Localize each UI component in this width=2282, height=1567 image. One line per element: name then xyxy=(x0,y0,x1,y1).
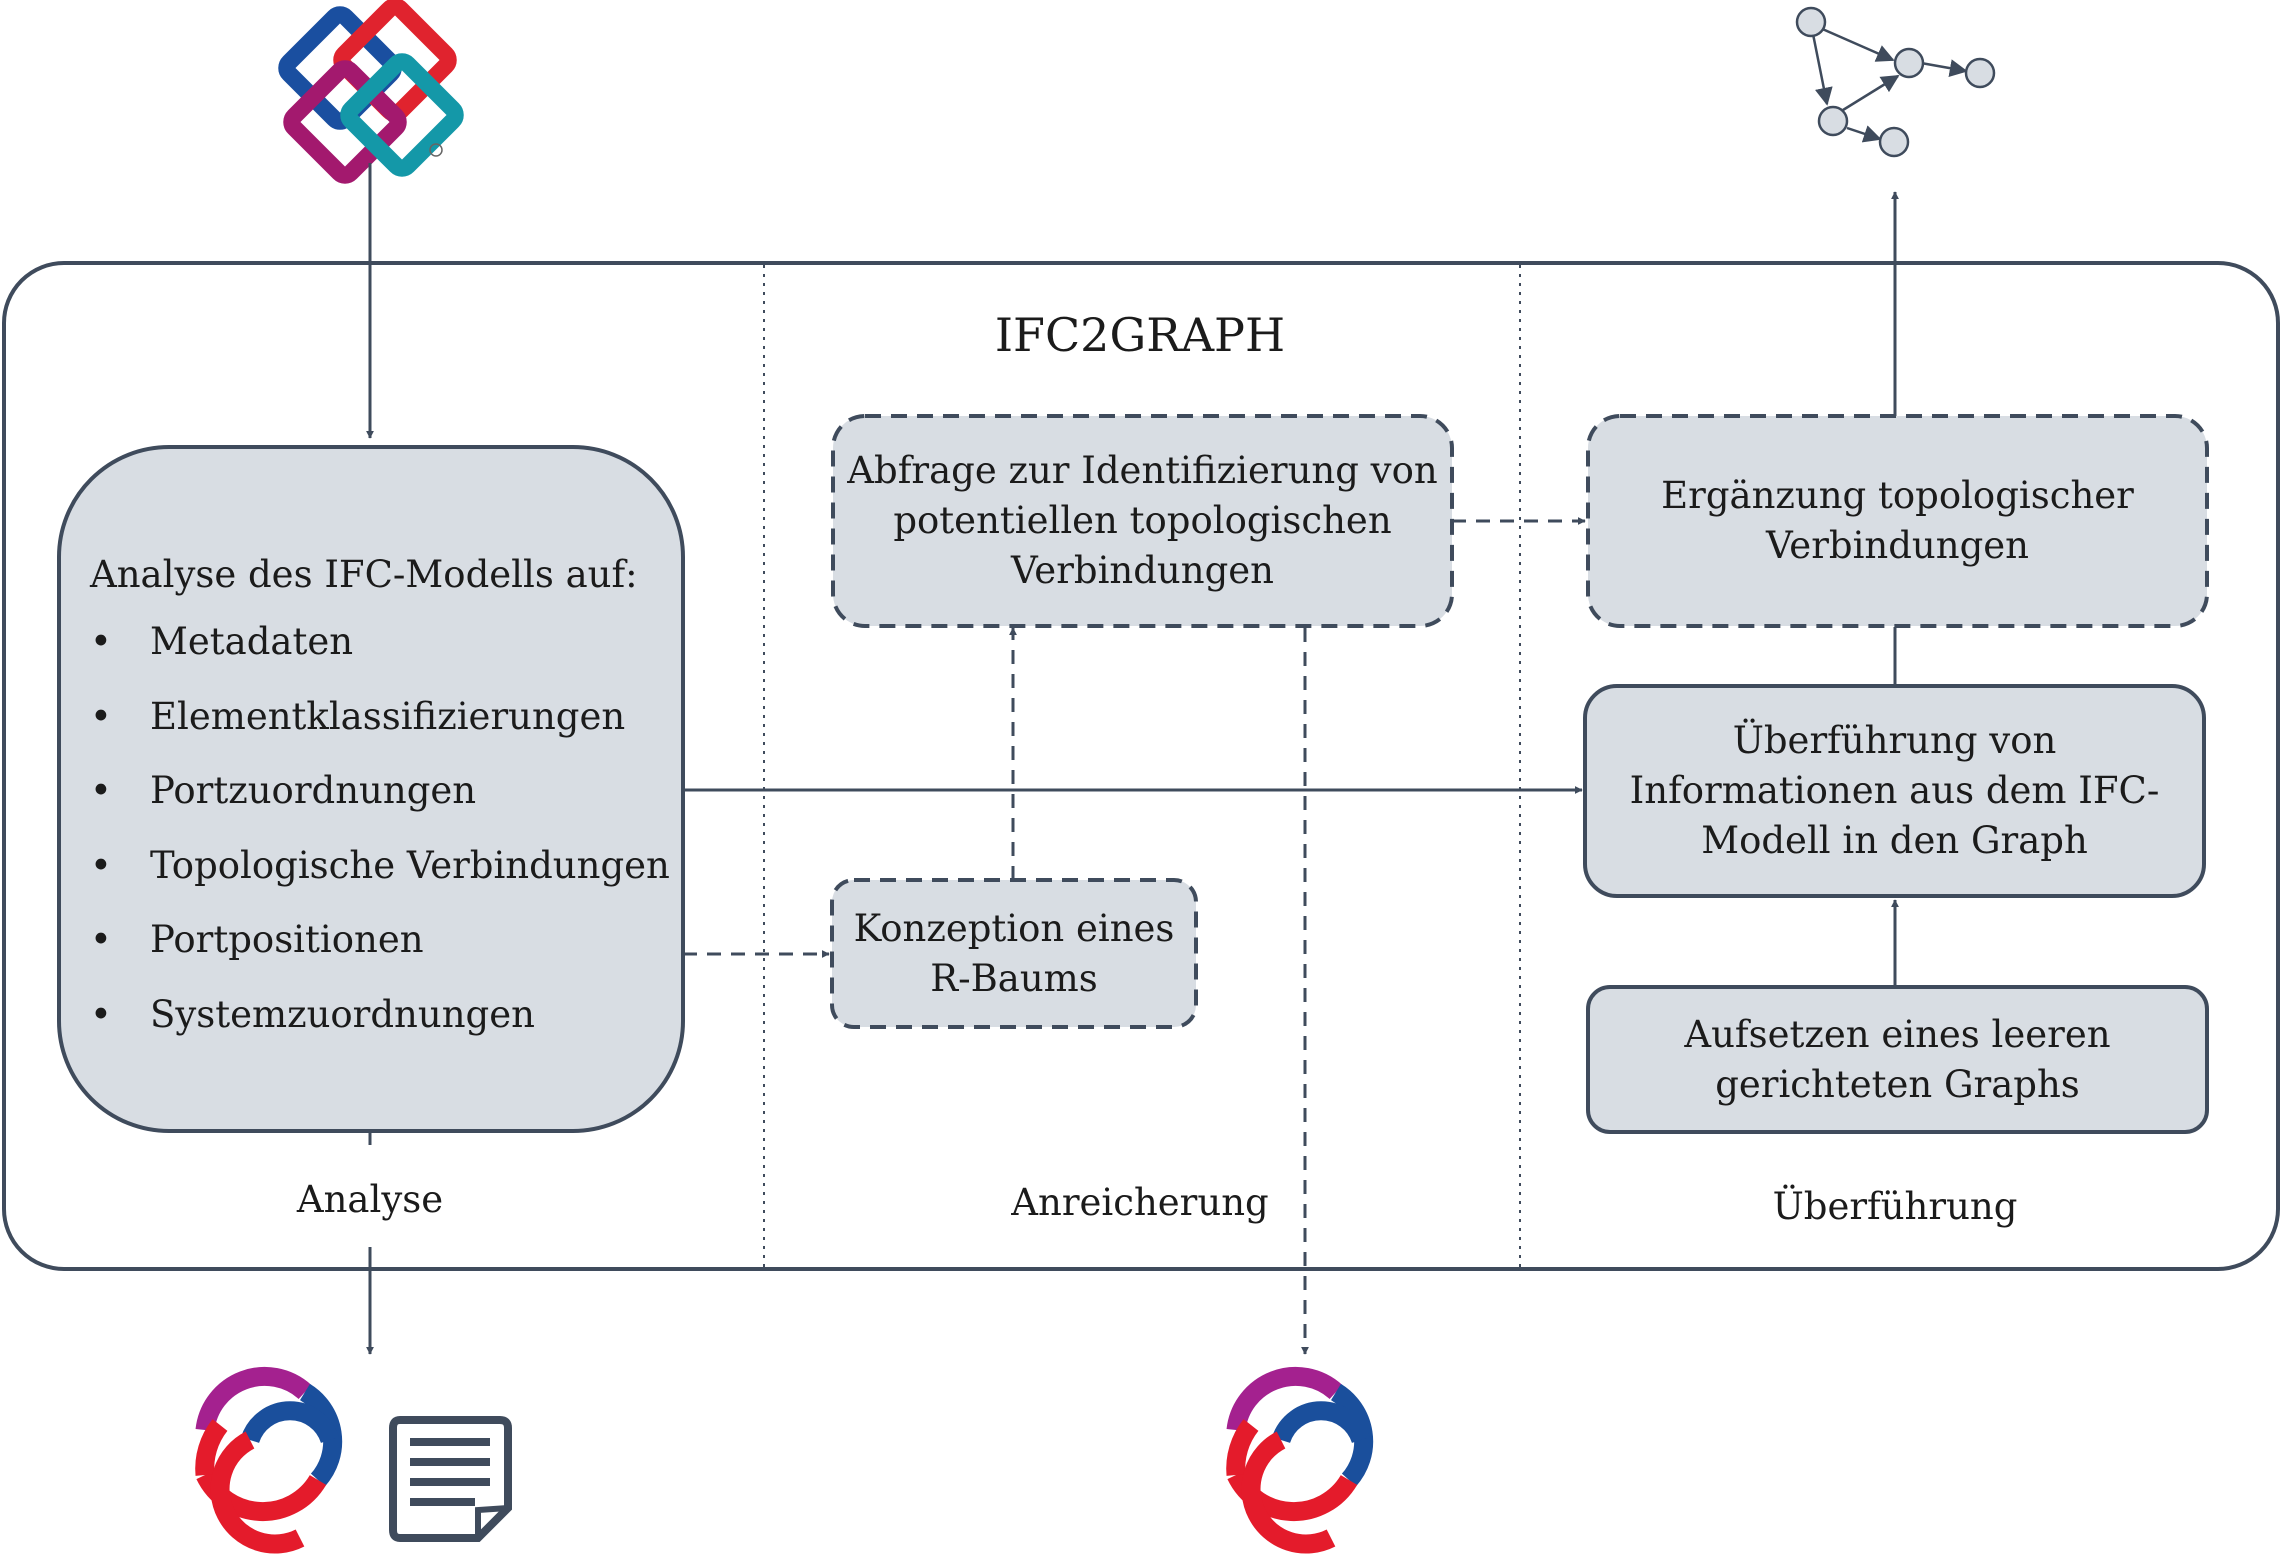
rtree-box-label: Konzeption eines R-Baums xyxy=(832,880,1196,1027)
query-line-3: Verbindungen xyxy=(1010,549,1274,592)
triple-ring-logo-icon xyxy=(1226,1366,1374,1554)
rtree-box xyxy=(830,878,1198,1029)
query-line-1: Abfrage zur Identifizierung von xyxy=(847,449,1438,492)
ifc2graph-frame xyxy=(2,261,2280,1271)
empty-graph-line-2: gerichteten Graphs xyxy=(1715,1062,2080,1106)
topology-box xyxy=(1586,414,2209,628)
list-item: Portpositionen xyxy=(90,915,670,990)
transfer-line-1: Überführung von xyxy=(1732,719,2057,762)
rtree-line-2: R-Baums xyxy=(930,956,1098,1000)
empty-graph-box xyxy=(1586,985,2209,1134)
query-line-2: potentiellen topologischen xyxy=(893,499,1392,542)
triple-ring-logo-icon xyxy=(195,1366,343,1554)
query-box-label: Abfrage zur Identifizierung von potentie… xyxy=(833,416,1452,626)
list-item: Systemzuordnungen xyxy=(90,990,670,1065)
diagram-title: IFC2GRAPH xyxy=(994,308,1286,362)
analysis-box-content: Analyse des IFC-Modells auf: Metadaten E… xyxy=(90,545,670,1064)
ifc-logo-icon xyxy=(278,0,464,184)
transfer-line-2: Informationen aus dem IFC- xyxy=(1629,769,2160,812)
directed-graph-icon xyxy=(1795,6,1996,158)
query-box xyxy=(831,414,1454,628)
column-label-transfer: Überführung xyxy=(1772,1185,2018,1228)
rtree-line-1: Konzeption eines xyxy=(853,906,1175,950)
topology-line-1: Ergänzung topologischer xyxy=(1661,474,2134,517)
transfer-box xyxy=(1583,684,2206,898)
list-item: Topologische Verbindungen xyxy=(90,841,670,916)
topology-box-label: Ergänzung topologischer Verbindungen xyxy=(1588,416,2207,626)
column-label-enrichment: Anreicherung xyxy=(1011,1181,1269,1224)
empty-graph-box-label: Aufsetzen eines leeren gerichteten Graph… xyxy=(1588,987,2207,1132)
transfer-line-3: Modell in den Graph xyxy=(1701,819,2088,862)
list-item: Elementklassifizierungen xyxy=(90,692,670,767)
transfer-box-label: Überführung von Informationen aus dem IF… xyxy=(1585,686,2204,896)
document-icon xyxy=(389,1416,512,1542)
empty-graph-line-1: Aufsetzen eines leeren xyxy=(1684,1012,2111,1056)
analysis-list: Metadaten Elementklassifizierungen Portz… xyxy=(90,617,670,1064)
list-item: Portzuordnungen xyxy=(90,766,670,841)
topology-line-2: Verbindungen xyxy=(1765,524,2029,567)
list-item: Metadaten xyxy=(90,617,670,692)
column-label-analysis: Analyse xyxy=(296,1178,444,1221)
analysis-heading: Analyse des IFC-Modells auf: xyxy=(90,553,638,596)
